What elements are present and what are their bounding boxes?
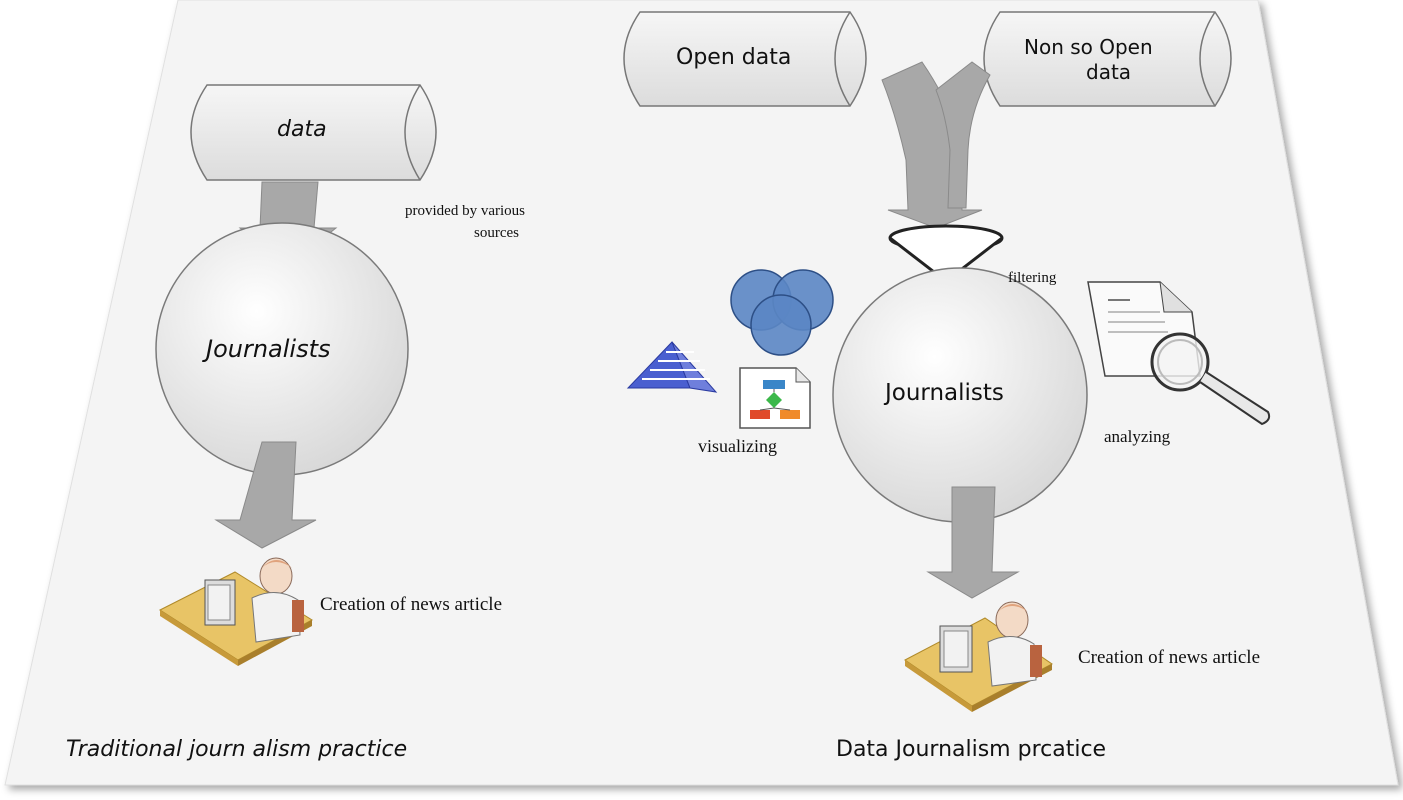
data-cylinder [190, 84, 437, 181]
non-open-data-cylinder [983, 11, 1232, 107]
arrow-journalists-to-article-right [926, 486, 1020, 599]
person-at-desk-icon [158, 557, 313, 666]
merge-arrow [881, 61, 991, 229]
document-search-icon [1087, 281, 1271, 426]
background-panel [4, 0, 1399, 786]
source-note-line1: provided by various [405, 203, 525, 219]
news-article-label-left: Creation of news article [320, 594, 503, 615]
filtering-label: filtering [1008, 270, 1057, 286]
open-data-cylinder [623, 11, 867, 107]
journalists-label-left: Journalists [206, 335, 331, 363]
traditional-caption: Traditional journ alism practice [66, 737, 408, 762]
data-journalism-caption: Data Journalism prcatice [836, 737, 1107, 762]
source-note-line2: sources [474, 225, 519, 241]
venn-diagram-icon [730, 269, 834, 356]
news-article-label-right: Creation of news article [1078, 647, 1261, 668]
data-source-label: data [277, 117, 327, 142]
arrow-journalists-to-article-left [214, 441, 317, 549]
flowchart-document-icon [739, 367, 811, 429]
visualizing-label: visualizing [698, 436, 777, 456]
journalists-label-right: Journalists [885, 380, 1004, 406]
analyzing-label: analyzing [1104, 427, 1171, 446]
pyramid-icon [626, 341, 718, 393]
person-at-desk-icon [904, 601, 1053, 712]
non-open-data-label-line1: Non so Open [1024, 35, 1153, 59]
open-data-label: Open data [676, 45, 792, 70]
non-open-data-label-line2: data [1086, 60, 1132, 84]
